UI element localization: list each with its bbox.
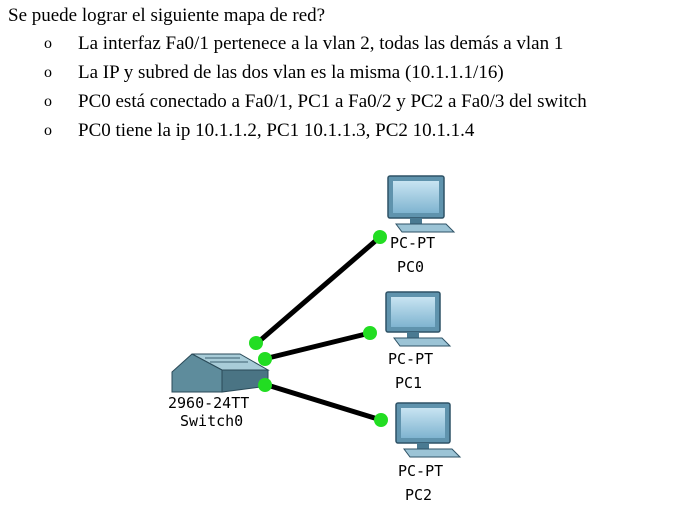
bullet-marker: o [44, 35, 52, 52]
pc0-name-label: PC0 [397, 258, 424, 276]
bullet-marker: o [44, 122, 52, 139]
bullet-text: La IP y subred de las dos vlan es la mis… [78, 62, 504, 83]
question-text: Se puede lograr el siguiente mapa de red… [8, 5, 326, 26]
bullet-text: PC0 tiene la ip 10.1.1.2, PC1 10.1.1.3, … [78, 120, 475, 141]
link-switch-pc1 [263, 330, 371, 362]
pc2-name-label: PC2 [405, 486, 432, 504]
bullet-text: La interfaz Fa0/1 pertenece a la vlan 2,… [78, 33, 564, 54]
bullet-list: o La interfaz Fa0/1 pertenece a la vlan 2… [44, 29, 587, 145]
bullet-item: o PC0 está conectado a Fa0/1, PC1 a Fa0/2… [44, 87, 587, 116]
pc0-model-label: PC-PT [390, 234, 435, 252]
switch-icon[interactable] [171, 353, 270, 393]
bullet-item: o PC0 tiene la ip 10.1.1.2, PC1 10.1.1.3,… [44, 116, 587, 145]
bullet-item: o La IP y subred de las dos vlan es la mi… [44, 58, 587, 87]
pc2-icon[interactable] [395, 402, 462, 458]
port-led-switch-pc0 [249, 336, 263, 350]
bullet-marker: o [44, 64, 52, 81]
switch-model-label: 2960-24TT [168, 394, 249, 412]
bullet-text: PC0 está conectado a Fa0/1, PC1 a Fa0/2 … [78, 91, 587, 112]
pc2-model-label: PC-PT [398, 462, 443, 480]
pc1-model-label: PC-PT [388, 350, 433, 368]
bullet-item: o La interfaz Fa0/1 pertenece a la vlan 2… [44, 29, 587, 58]
switch-name-label: Switch0 [180, 412, 243, 430]
link-switch-pc0 [254, 235, 382, 346]
bullet-marker: o [44, 93, 52, 110]
port-led-pc2 [374, 413, 388, 427]
link-switch-pc2 [263, 381, 382, 423]
port-led-switch-pc2 [258, 378, 272, 392]
pc0-icon[interactable] [387, 175, 456, 233]
pc1-icon[interactable] [385, 291, 452, 347]
port-led-switch-pc1 [258, 352, 272, 366]
port-led-pc0 [373, 230, 387, 244]
pc1-name-label: PC1 [395, 374, 422, 392]
port-led-pc1 [363, 326, 377, 340]
